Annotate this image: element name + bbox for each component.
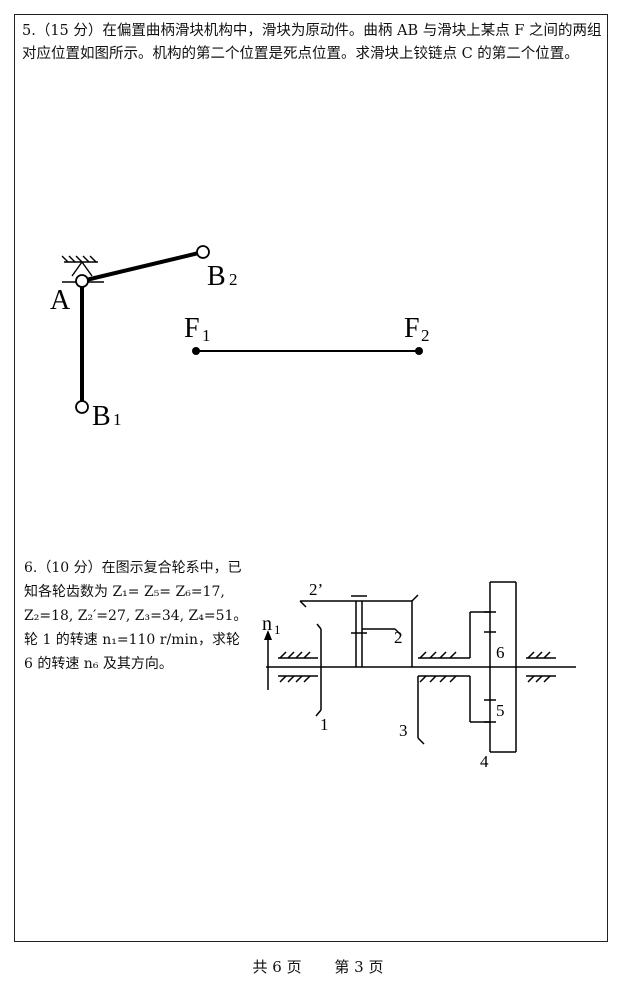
crank-ab2	[81, 250, 204, 283]
point-f2	[415, 347, 423, 355]
page-footer: 共 6 页 第 3 页	[0, 956, 636, 977]
n1-arrow-icon	[264, 630, 272, 640]
label-a: A	[50, 285, 71, 316]
label-b2-sub: 2	[229, 270, 238, 289]
label-b1-sub: 1	[113, 410, 122, 429]
label-f2: F	[404, 313, 420, 344]
label-gear-2: 2	[394, 628, 403, 647]
label-f1: F	[184, 313, 200, 344]
label-b2: B	[207, 261, 226, 292]
footer-current-page: 第 3 页	[334, 958, 384, 976]
label-gear-4: 4	[480, 752, 489, 771]
label-f2-sub: 2	[421, 326, 430, 345]
label-f1-sub: 1	[202, 326, 211, 345]
joint-b1	[75, 400, 89, 414]
label-gear-3: 3	[399, 721, 408, 740]
label-n1-sub: 1	[274, 622, 281, 637]
label-gear-2p: 2’	[309, 580, 323, 599]
label-gear-5: 5	[496, 701, 505, 720]
question-5-text: 5.（15 分）在偏置曲柄滑块机构中，滑块为原动件。曲柄 AB 与滑块上某点 F…	[22, 23, 602, 62]
joint-a	[75, 274, 89, 288]
page-border	[14, 14, 608, 942]
label-gear-6: 6	[496, 643, 505, 662]
label-b1: B	[92, 401, 111, 432]
joint-b2	[196, 245, 210, 259]
label-gear-1: 1	[320, 715, 329, 734]
label-n1: n	[262, 613, 272, 635]
question-6-text: 6.（10 分）在图示复合轮系中，已知各轮齿数为 Z₁= Z₅= Z₆=17, …	[24, 560, 248, 672]
point-f1	[192, 347, 200, 355]
footer-total-pages: 共 6 页	[252, 958, 302, 976]
